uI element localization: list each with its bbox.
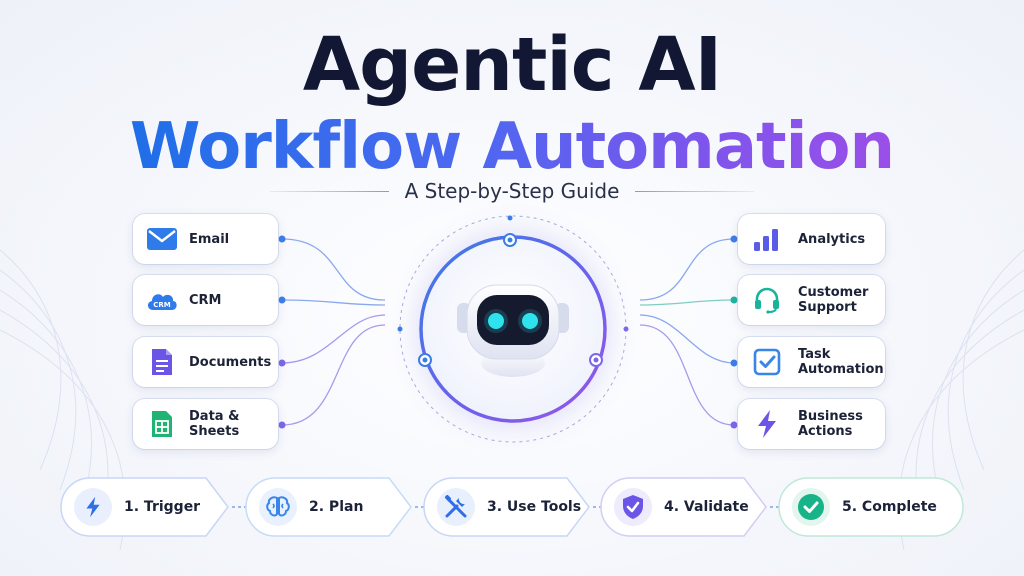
input-card-data-sheets[interactable]: Data & Sheets <box>133 399 278 449</box>
document-icon <box>145 345 179 379</box>
subtitle: A Step-by-Step Guide <box>270 178 755 204</box>
step-label: 1. Trigger <box>124 499 201 515</box>
output-label: Task Automation <box>798 347 884 377</box>
input-label: Documents <box>189 354 272 370</box>
step-2[interactable]: 2. Plan <box>245 477 413 537</box>
step-shape <box>778 477 964 537</box>
output-label: Analytics <box>798 231 866 247</box>
ai-agent-hub <box>397 213 629 445</box>
step-label: 2. Plan <box>309 499 364 515</box>
step-4[interactable]: 4. Validate <box>600 477 768 537</box>
subtitle-rule-right <box>635 190 755 192</box>
check-circle-icon <box>792 488 830 526</box>
output-card-analytics[interactable]: Analytics <box>738 214 885 264</box>
step-label: 4. Validate <box>664 499 749 515</box>
step-label: 5. Complete <box>842 499 937 515</box>
lightning-icon <box>74 488 112 526</box>
headset-icon <box>750 283 784 317</box>
input-card-crm[interactable]: CRM CRM <box>133 275 278 325</box>
output-label: Business Actions <box>798 409 863 439</box>
robot-icon <box>457 284 569 377</box>
subtitle-text: A Step-by-Step Guide <box>404 179 620 203</box>
subtitle-rule-left <box>270 190 389 192</box>
shield-check-icon <box>614 488 652 526</box>
crm-cloud-icon: CRM <box>145 283 179 317</box>
bar-chart-icon <box>750 222 784 256</box>
output-label: Customer Support <box>798 285 869 315</box>
crm-icon-text: CRM <box>153 301 171 309</box>
step-1[interactable]: 1. Trigger <box>60 477 230 537</box>
step-3[interactable]: 3. Use Tools <box>423 477 591 537</box>
checkbox-icon <box>750 345 784 379</box>
page-title-highlight: Workflow Automation <box>129 110 895 184</box>
input-label: Data & Sheets <box>189 409 240 439</box>
input-card-email[interactable]: Email <box>133 214 278 264</box>
brain-icon <box>259 488 297 526</box>
input-card-documents[interactable]: Documents <box>133 337 278 387</box>
input-label: CRM <box>189 292 222 308</box>
step-5[interactable]: 5. Complete <box>778 477 964 537</box>
spreadsheet-icon <box>145 407 179 441</box>
lightning-icon <box>750 407 784 441</box>
output-card-task-automation[interactable]: Task Automation <box>738 337 885 387</box>
tools-icon <box>437 488 475 526</box>
output-card-business-actions[interactable]: Business Actions <box>738 399 885 449</box>
envelope-icon <box>145 222 179 256</box>
page-title: Agentic AI <box>302 22 722 108</box>
input-label: Email <box>189 231 230 247</box>
output-card-customer-support[interactable]: Customer Support <box>738 275 885 325</box>
step-label: 3. Use Tools <box>487 499 582 515</box>
hub-rings <box>397 215 629 443</box>
